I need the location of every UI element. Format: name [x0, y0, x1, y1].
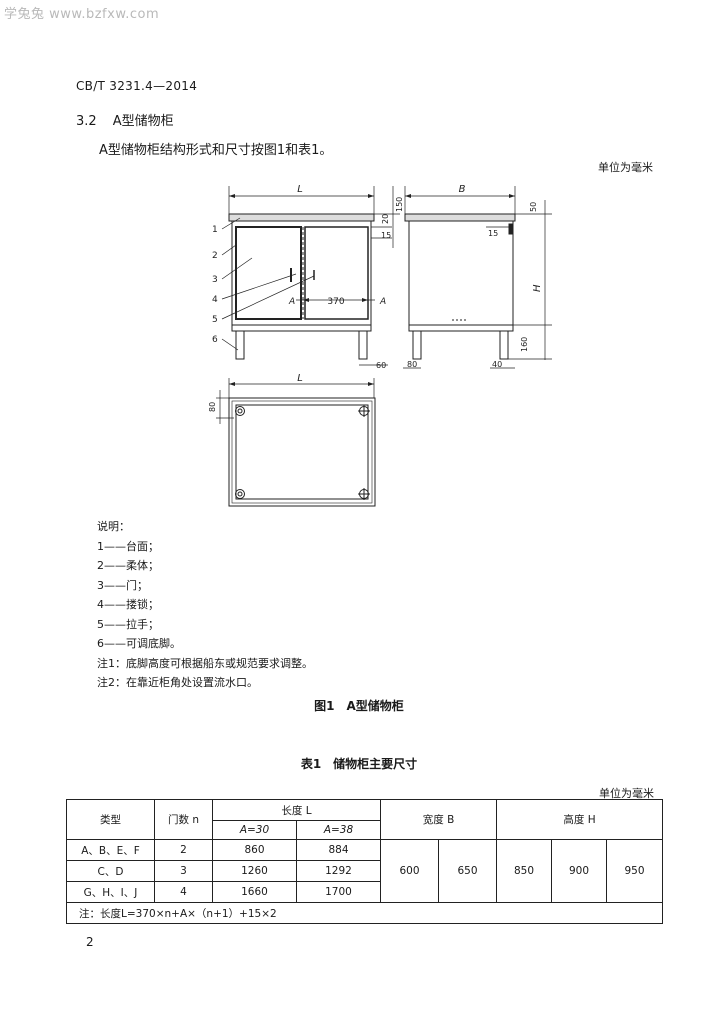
section-heading: 3.2 A型储物柜 — [76, 110, 174, 129]
callout-6: 6 — [212, 335, 218, 345]
header-a30: A=30 — [212, 820, 297, 840]
legend-item: 1——台面； — [97, 539, 159, 553]
top-edge-label: 50 — [529, 202, 538, 212]
legend-note: 注1：底脚高度可根据船东或规范要求调整。 — [97, 656, 313, 670]
front-width-label: L — [297, 184, 303, 195]
side-edge-label: 15 — [488, 229, 498, 238]
cell-type: G、H、I、J — [66, 881, 155, 903]
cell-type: C、D — [66, 860, 155, 882]
cell-door-count: 3 — [154, 860, 213, 882]
table-note: 注：长度L=370×n+A×（n+1）+15×2 — [65, 902, 664, 924]
watermark: 学兔兔 www.bzfxw.com — [4, 7, 160, 22]
side-view: B 15 50 H 160 80 40 — [403, 184, 552, 369]
cell-length-a38: 1292 — [296, 860, 381, 882]
legend-note: 注2：在靠近柜角处设置流水口。 — [97, 676, 258, 689]
callout-5: 5 — [212, 315, 218, 325]
header-height: 高度 H — [496, 799, 664, 840]
cell-width: 650 — [437, 839, 498, 903]
cell-length-a30: 1260 — [212, 860, 297, 882]
cell-door-count: 4 — [154, 881, 213, 903]
cell-type: A、B、E、F — [66, 839, 155, 861]
height-label: H — [532, 284, 543, 292]
page-number: 2 — [86, 935, 94, 949]
cell-height: 850 — [496, 839, 553, 903]
legend-item: 4——搂锁； — [97, 598, 159, 611]
legend-item: 5——拉手； — [97, 617, 159, 631]
callout-2: 2 — [212, 251, 218, 261]
cell-width: 600 — [380, 839, 439, 903]
header-width: 宽度 B — [379, 799, 498, 840]
header-type: 类型 — [66, 799, 155, 840]
section-title: A型储物柜 — [112, 114, 174, 129]
header-a38: A=38 — [296, 820, 381, 840]
callout-1: 1 — [212, 225, 218, 235]
table-caption: 表1 储物柜主要尺寸 — [300, 757, 418, 771]
cabinet-drawing: L 370 A A 15 20 150 60 — [208, 184, 552, 507]
cell-length-a30: 860 — [212, 839, 297, 861]
figure-unit-note: 单位为毫米 — [598, 161, 653, 174]
document-code: CB/T 3231.4—2014 — [76, 79, 198, 93]
figure-legend: 说明： 1——台面； 2——柔体； 3——门； 4——搂锁； 5——拉手； 6—… — [97, 517, 313, 693]
callout-3: 3 — [212, 275, 218, 285]
top-overhang-label: 150 — [395, 197, 404, 212]
top-thickness-label: 20 — [381, 214, 390, 224]
cell-door-count: 2 — [154, 839, 213, 861]
legend-heading: 说明： — [97, 520, 130, 533]
table-unit-note: 单位为毫米 — [599, 787, 654, 800]
plan-view: L 80 — [208, 373, 376, 507]
header-length: 长度 L — [212, 799, 381, 821]
leg-width-label: 60 — [376, 361, 386, 370]
cell-length-a38: 884 — [296, 839, 381, 861]
door-width-label: 370 — [327, 297, 344, 307]
side-leg-offset-label: 80 — [407, 360, 417, 369]
cell-length-a30: 1660 — [212, 881, 297, 903]
cell-height: 950 — [606, 839, 664, 903]
door-gap-label: 15 — [381, 231, 391, 240]
legend-item: 3——门； — [97, 578, 148, 592]
plan-width-label: L — [297, 373, 303, 384]
section-mark-left: A — [288, 297, 295, 307]
section-number: 3.2 — [76, 114, 97, 129]
legend-item: 6——可调底脚。 — [97, 637, 181, 650]
cell-length-a38: 1700 — [296, 881, 381, 903]
header-door-count: 门数 n — [154, 799, 213, 840]
dimension-table: 类型 门数 n 长度 L 宽度 B 高度 H A=30 A=38 A、B、E、F… — [65, 799, 664, 924]
legend-item: 2——柔体； — [97, 559, 159, 572]
plan-offset-label: 80 — [208, 402, 217, 412]
front-view: L 370 A A 15 20 150 60 — [212, 184, 404, 370]
figure-caption: 图1 A型储物柜 — [314, 699, 404, 713]
intro-paragraph: A型储物柜结构形式和尺寸按图1和表1。 — [99, 143, 333, 158]
leg-height-label: 160 — [520, 337, 529, 352]
side-depth-label: B — [459, 184, 466, 195]
cell-height: 900 — [551, 839, 608, 903]
section-mark-right: A — [379, 297, 386, 307]
side-leg-width-label: 40 — [492, 360, 502, 369]
callout-4: 4 — [212, 295, 218, 305]
